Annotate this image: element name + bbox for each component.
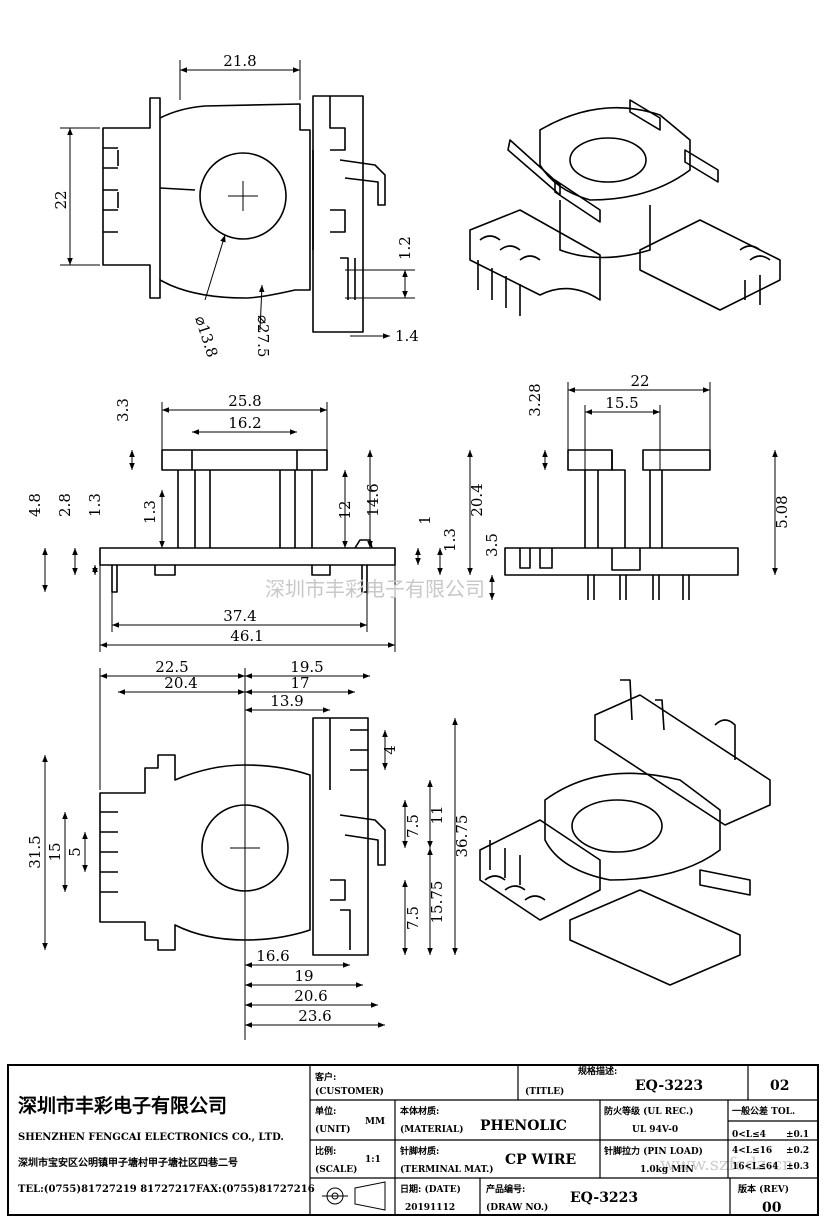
dim-side-2-8: 2.8 bbox=[56, 493, 74, 517]
title-block: 深圳市丰彩电子有限公司 SHENZHEN FENGCAI ELECTRONICS… bbox=[7, 1064, 819, 1216]
material-label-en: (MATERIAL) bbox=[400, 1124, 464, 1135]
watermark: 深圳市丰彩电子有限公司 bbox=[265, 577, 485, 601]
title-value: EQ-3223 bbox=[635, 1078, 703, 1094]
bottom-view bbox=[99, 717, 386, 956]
dim-side-1: 1 bbox=[416, 515, 434, 525]
tol-value-0: ±0.1 bbox=[786, 1130, 809, 1140]
dim-bottom-20-4: 20.4 bbox=[164, 674, 197, 692]
projection-symbol-icon bbox=[322, 1181, 386, 1211]
dimension-lines bbox=[42, 60, 778, 1040]
scale-label-en: (SCALE) bbox=[315, 1164, 357, 1175]
dim-side-top-width: 25.8 bbox=[228, 392, 261, 410]
dim-bottom-7-5b: 7.5 bbox=[404, 906, 422, 930]
dim-top-height: 22 bbox=[52, 190, 70, 209]
scale-label: 比例: bbox=[315, 1145, 336, 1157]
terminal-value: CP WIRE bbox=[505, 1152, 576, 1168]
dim-top-width: 21.8 bbox=[223, 52, 256, 70]
dim-side-base-width: 37.4 bbox=[223, 607, 256, 625]
terminal-label: 针脚材质: bbox=[400, 1145, 439, 1157]
sheet-number: 02 bbox=[770, 1078, 789, 1094]
dim-front-inner-width: 15.5 bbox=[605, 394, 638, 412]
company-name-en: SHENZHEN FENGCAI ELECTRONICS CO., LTD. bbox=[18, 1132, 284, 1143]
dim-front-flange-t: 3.28 bbox=[526, 383, 544, 416]
title-label-en: (TITLE) bbox=[525, 1086, 564, 1097]
company-fax: FAX:(0755)81727216 bbox=[196, 1184, 315, 1195]
watermark-url: www.szfcdz.cn bbox=[660, 1154, 794, 1175]
dim-front-top-width: 22 bbox=[630, 372, 649, 390]
pinload-value: 1.0kg MIN bbox=[640, 1165, 694, 1175]
dim-side-inner-width: 16.2 bbox=[228, 414, 261, 432]
dim-side-height-14-6: 14.6 bbox=[364, 483, 382, 516]
tol-value-1: ±0.2 bbox=[786, 1146, 809, 1156]
pinload-label: 针脚拉力 (PIN LOAD) bbox=[604, 1145, 703, 1157]
dim-side-overall-width: 46.1 bbox=[230, 627, 263, 645]
flame-label: 防火等级 (UL REC.) bbox=[604, 1105, 693, 1117]
iso-view-1 bbox=[469, 99, 781, 316]
customer-label-en: (CUSTOMER) bbox=[315, 1086, 384, 1097]
dim-bottom-19-5: 19.5 bbox=[290, 658, 323, 676]
dim-bottom-20-6: 20.6 bbox=[294, 987, 327, 1005]
dim-side-1-3c: 1.3 bbox=[441, 528, 459, 552]
dim-front-pin-spacing: 5.08 bbox=[773, 495, 791, 528]
tol-value-2: ±0.3 bbox=[786, 1162, 809, 1172]
iso-view-2 bbox=[479, 679, 771, 986]
customer-label: 客户: bbox=[314, 1071, 336, 1083]
terminal-label-en: (TERMINAL MAT.) bbox=[400, 1164, 494, 1175]
dim-flange-dia: ⌀27.5 bbox=[254, 315, 272, 357]
company-name-cn: 深圳市丰彩电子有限公司 bbox=[18, 1094, 227, 1117]
flame-value: UL 94V-0 bbox=[632, 1125, 678, 1135]
dim-side-height-12: 12 bbox=[336, 500, 354, 519]
date-value: 20191112 bbox=[405, 1203, 455, 1213]
drawno-value: EQ-3223 bbox=[570, 1190, 638, 1206]
tol-range-0: 0<L≤4 bbox=[732, 1130, 766, 1140]
material-value: PHENOLIC bbox=[480, 1118, 567, 1134]
date-label: 日期: (DATE) bbox=[400, 1183, 461, 1195]
dim-bottom-15: 15 bbox=[46, 842, 64, 861]
dim-bottom-17: 17 bbox=[290, 674, 309, 692]
dim-bottom-22-5: 22.5 bbox=[155, 658, 188, 676]
company-tel: TEL:(0755)81727219 81727217 bbox=[18, 1184, 196, 1195]
dim-rail: 1.4 bbox=[395, 327, 419, 345]
tol-range-1: 4<L≤16 bbox=[732, 1146, 772, 1156]
dim-bottom-5: 5 bbox=[66, 847, 84, 857]
scale-value: 1:1 bbox=[365, 1155, 381, 1165]
dim-bottom-16-6: 16.6 bbox=[256, 947, 289, 965]
dim-bottom-4: 4 bbox=[381, 745, 399, 755]
dim-slot: 1.2 bbox=[396, 236, 414, 260]
material-label: 本体材质: bbox=[400, 1105, 439, 1117]
tolerance-label: 一般公差 TOL. bbox=[732, 1105, 795, 1117]
drawno-label-en: (DRAW NO.) bbox=[486, 1202, 548, 1213]
dim-front-height: 20.4 bbox=[468, 483, 486, 516]
dim-bottom-15-75: 15.75 bbox=[428, 881, 446, 924]
top-view bbox=[102, 95, 386, 333]
dim-bottom-7-5a: 7.5 bbox=[404, 814, 422, 838]
dim-side-1-3b: 1.3 bbox=[86, 493, 104, 517]
unit-label-en: (UNIT) bbox=[315, 1124, 351, 1135]
dim-side-1-3a: 1.3 bbox=[141, 500, 159, 524]
dim-front-pin-len: 3.5 bbox=[483, 533, 501, 557]
tol-range-2: 16<L≤64 bbox=[732, 1162, 778, 1172]
unit-label: 单位: bbox=[315, 1105, 336, 1117]
dim-bottom-36-75: 36.75 bbox=[453, 815, 471, 858]
rev-value: 00 bbox=[762, 1200, 782, 1216]
dim-hole-dia: ⌀13.8 bbox=[191, 314, 221, 360]
rev-label: 版本 (REV) bbox=[737, 1183, 789, 1195]
dim-side-flange-t: 3.3 bbox=[114, 398, 132, 422]
dim-bottom-19: 19 bbox=[294, 967, 313, 985]
dim-bottom-height-31-5: 31.5 bbox=[26, 835, 44, 868]
dimension-labels: 21.8 22 ⌀13.8 ⌀27.5 1.2 1.4 25.8 16.2 3.… bbox=[26, 52, 791, 1025]
dim-bottom-11: 11 bbox=[428, 805, 446, 824]
company-address: 深圳市宝安区公明镇甲子塘村甲子塘社区四巷二号 bbox=[18, 1156, 238, 1169]
dim-bottom-23-6: 23.6 bbox=[298, 1007, 331, 1025]
dim-bottom-13-9: 13.9 bbox=[270, 692, 303, 710]
dim-side-4-8: 4.8 bbox=[26, 493, 44, 517]
unit-value: MM bbox=[365, 1117, 385, 1127]
spec-label: 规格描述: bbox=[578, 1065, 617, 1077]
front-view bbox=[504, 449, 739, 600]
drawno-label: 产品编号: bbox=[486, 1183, 525, 1195]
